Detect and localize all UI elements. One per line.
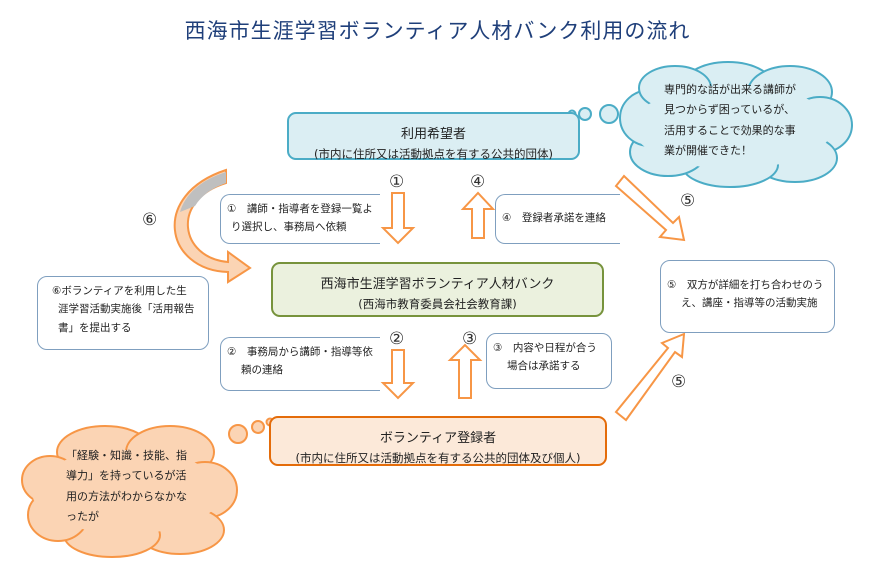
arrow-step3-up xyxy=(447,343,483,399)
step5-number-top: ⑤ xyxy=(680,191,696,211)
registrant-cloud-fill xyxy=(32,450,222,534)
requester-cloud-line3: 活用することで効果的な事 xyxy=(664,123,796,137)
registrant-cloud-text: 「経験・知識・技能、指 導力」を持っているが活 用の方法がわからなかな ったが xyxy=(66,446,187,527)
step5-number-bottom: ⑤ xyxy=(671,372,687,392)
requester-subtitle: (市内に住所又は活動拠点を有する公共的団体) xyxy=(314,147,553,161)
step4-note: ④ 登録者承諾を連絡 xyxy=(495,194,620,244)
step3-note-line1: ③ 内容や日程が合う xyxy=(493,342,597,354)
step2-note-line2: 頼の連絡 xyxy=(241,364,283,377)
registrant-cloud-bubbles xyxy=(228,417,275,444)
bank-box: 西海市生涯学習ボランティア人材バンク (西海市教育委員会社会教育課) xyxy=(271,262,604,317)
requester-cloud-text: 専門的な話が出来る講師が 見つからず困っているが、 活用することで効果的な事 業… xyxy=(664,80,796,161)
arrow-step1-down xyxy=(380,192,416,245)
registrant-subtitle: (市内に住所又は活動拠点を有する公共的団体及び個人) xyxy=(295,451,581,465)
arrow-step6-shade xyxy=(180,172,226,212)
arrow-step4-up xyxy=(460,191,496,239)
registrant-cloud-line2: 導力」を持っているが活 xyxy=(66,469,187,483)
requester-cloud-line1: 専門的な話が出来る講師が xyxy=(664,83,796,96)
step6-number: ⑥ xyxy=(142,210,158,230)
step5-note-line2: え、講座・指導等の活動実施 xyxy=(681,297,818,310)
bank-subtitle: (西海市教育委員会社会教育課) xyxy=(358,297,517,311)
requester-cloud-line4: 業が開催できた！ xyxy=(664,144,752,158)
step2-note: ② 事務局から講師・指導等依 頼の連絡 xyxy=(220,337,380,391)
registrant-box: ボランティア登録者 (市内に住所又は活動拠点を有する公共的団体及び個人) xyxy=(269,416,607,466)
registrant-cloud-line1: 「経験・知識・技能、指 xyxy=(66,449,187,462)
step6-note-line2: 涯学習活動実施後「活用報告 xyxy=(58,303,195,316)
step1-note: ① 講師・指導者を登録一覧よ り選択し、事務局へ依頼 xyxy=(220,194,380,244)
bank-name: 西海市生涯学習ボランティア人材バンク xyxy=(320,277,555,292)
registrant-name: ボランティア登録者 xyxy=(379,431,497,446)
step2-note-line1: ② 事務局から講師・指導等依 xyxy=(227,346,373,358)
requester-name: 利用希望者 xyxy=(400,127,466,142)
arrow-step2-down xyxy=(380,349,416,400)
step1-note-line1: ① 講師・指導者を登録一覧よ xyxy=(227,203,373,215)
step3-number: ③ xyxy=(462,329,478,349)
step5-note: ⑤ 双方が詳細を打ち合わせのう え、講座・指導等の活動実施 xyxy=(660,260,835,333)
requester-cloud-line2: 見つからず困っているが、 xyxy=(664,103,796,117)
arrow-step5-top xyxy=(614,174,686,242)
step4-note-line1: ④ 登録者承諾を連絡 xyxy=(502,212,606,224)
step2-number: ② xyxy=(389,329,405,349)
requester-cloud-fill xyxy=(633,85,833,169)
registrant-cloud-line4: ったが xyxy=(66,510,99,524)
step3-note: ③ 内容や日程が合う 場合は承諾する xyxy=(486,333,612,389)
step4-number: ④ xyxy=(470,172,486,192)
step6-note: ⑥ボランティアを利用した生 涯学習活動実施後「活用報告 書」を提出する xyxy=(37,276,209,350)
arrow-step5-bottom xyxy=(614,332,686,422)
step1-number: ① xyxy=(389,172,405,192)
step5-note-line1: ⑤ 双方が詳細を打ち合わせのう xyxy=(667,279,824,291)
requester-box: 利用希望者 (市内に住所又は活動拠点を有する公共的団体) xyxy=(287,112,580,161)
step6-note-line3: 書」を提出する xyxy=(58,321,132,334)
page-title: 西海市生涯学習ボランティア人材バンク利用の流れ xyxy=(184,19,691,43)
step6-note-line1: ⑥ボランティアを利用した生 xyxy=(52,285,187,297)
step1-note-line2: り選択し、事務局へ依頼 xyxy=(231,221,347,234)
step3-note-line2: 場合は承諾する xyxy=(507,360,581,373)
registrant-cloud-line3: 用の方法がわからなかな xyxy=(66,489,187,503)
